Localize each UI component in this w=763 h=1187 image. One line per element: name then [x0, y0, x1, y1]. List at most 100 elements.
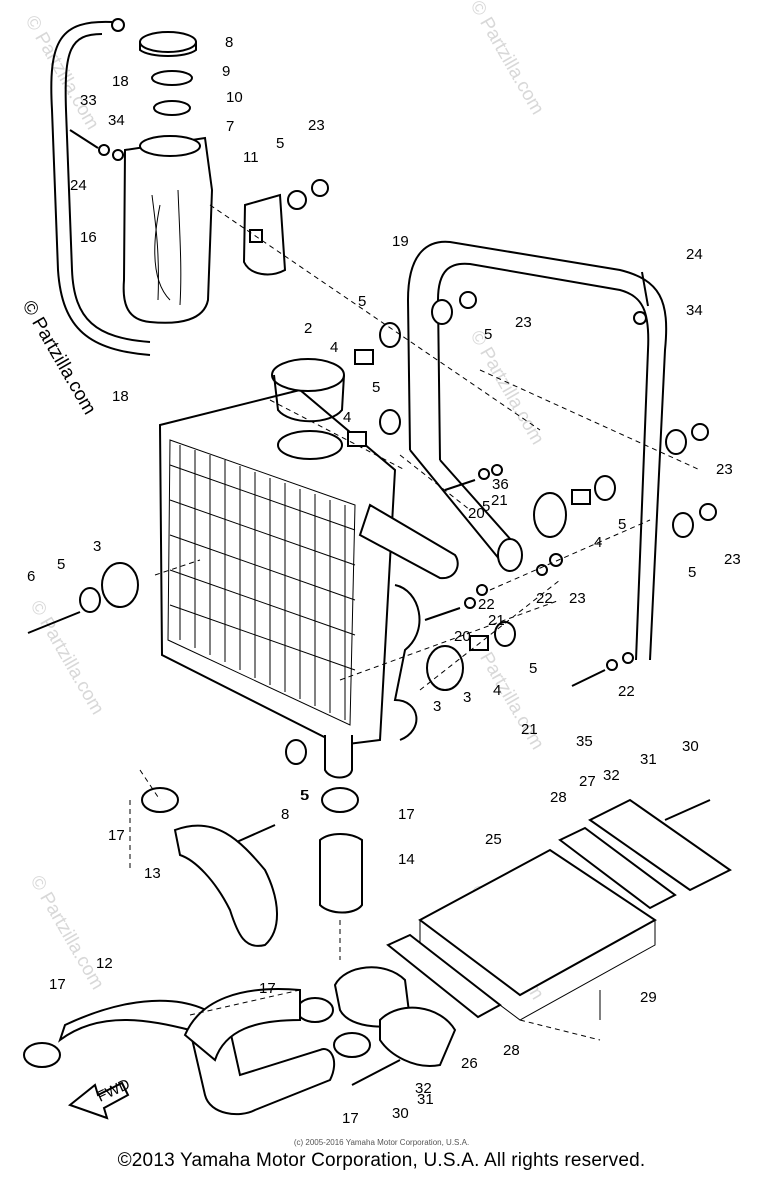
washer: [285, 739, 307, 765]
callout-label: 36: [492, 476, 509, 493]
callout-label: 32: [415, 1080, 432, 1097]
washer: [379, 409, 401, 435]
callout-label: 20: [454, 628, 471, 645]
water-pipe-elbow: [183, 988, 301, 1062]
callout-label: 21: [488, 612, 505, 629]
watermark: © Partzilla.com: [26, 597, 108, 718]
callout-label: 11: [243, 149, 259, 166]
callout-label: 5: [482, 498, 490, 515]
watermark: © Partzilla.com: [26, 872, 108, 993]
callout-label: 30: [682, 738, 699, 755]
callout-label: 12: [96, 955, 113, 972]
bolt: [641, 271, 649, 307]
small-copyright: (c) 2005-2016 Yamaha Motor Corporation, …: [293, 1138, 470, 1147]
nut: [549, 553, 563, 567]
callout-label: 13: [144, 865, 161, 882]
collar: [354, 349, 374, 365]
callout-label: 3: [463, 689, 471, 706]
callout-label: 9: [222, 63, 230, 80]
callout-label: 22: [618, 683, 635, 700]
bolt: [571, 669, 606, 687]
collar: [571, 489, 591, 505]
callout-label: 22: [478, 596, 495, 613]
callout-label: 31: [417, 1091, 434, 1108]
callout-label: 24: [70, 177, 87, 194]
callout-label: 5: [688, 564, 696, 581]
washer: [379, 322, 401, 348]
callout-label: 4: [330, 339, 338, 356]
radiator-hose: [319, 833, 363, 914]
callout-label: 5: [618, 516, 626, 533]
callout-label: 3: [93, 538, 101, 555]
radiator-lower-outlet: [324, 735, 353, 779]
bolt: [27, 611, 81, 634]
callout-label: 18: [112, 388, 129, 405]
nut: [459, 291, 477, 309]
frame-tube-lower: [409, 449, 521, 561]
callout-label: 17: [49, 976, 66, 993]
callout-label: 5: [529, 660, 537, 677]
washer: [478, 468, 490, 480]
callout-label: 21: [521, 721, 538, 738]
gasket-plate: [386, 933, 502, 1019]
callout-label: 31: [640, 751, 657, 768]
watermark: © Partzilla.com: [466, 0, 548, 118]
callout-label: 27: [579, 773, 596, 790]
callout-label: 6: [27, 568, 35, 585]
callout-label: 25: [485, 831, 502, 848]
callout-label: 33: [80, 92, 97, 109]
bolt: [444, 479, 476, 491]
washer: [476, 584, 488, 596]
callout-label: 7: [226, 118, 234, 135]
frame-tube: [406, 240, 668, 661]
callout-label: 28: [503, 1042, 520, 1059]
overflow-hose: [50, 20, 151, 356]
callout-label: 30: [392, 1105, 409, 1122]
callout-label: 29: [640, 989, 657, 1006]
water-pipe: [58, 999, 336, 1116]
callout-label: 17: [259, 980, 276, 997]
callout-label: 28: [550, 789, 567, 806]
callout-label: 34: [686, 302, 703, 319]
callout-label: 23: [515, 314, 532, 331]
rubber-grommet: [533, 492, 567, 538]
callout-label: 5: [276, 135, 284, 152]
callout-label: 23: [569, 590, 586, 607]
bolt: [351, 1059, 401, 1086]
washer: [665, 429, 687, 455]
callout-label: 5: [300, 787, 308, 804]
reservoir-tank: [122, 135, 214, 324]
washer: [287, 190, 307, 210]
nut: [633, 311, 647, 325]
radiator-hose: [173, 824, 278, 947]
callout-label: 22: [536, 590, 553, 607]
hose-clamp: [333, 1032, 371, 1058]
callout-label: 5: [484, 326, 492, 343]
washer: [606, 659, 618, 671]
bolt: [69, 129, 99, 149]
washer: [622, 652, 634, 664]
bolt: [424, 607, 461, 621]
hose-clamp: [321, 787, 359, 813]
washer: [594, 475, 616, 501]
callout-label: 3: [433, 698, 441, 715]
watermark: © Partzilla.com: [21, 12, 103, 133]
callout-label: 35: [576, 733, 593, 750]
callout-label: 16: [80, 229, 97, 246]
washer: [112, 149, 124, 161]
callout-label: 4: [343, 409, 351, 426]
callout-label: 21: [491, 492, 508, 509]
callout-label: 5: [301, 787, 309, 804]
callout-label: 2: [304, 320, 312, 337]
callout-label: 17: [398, 806, 415, 823]
collar: [347, 431, 367, 447]
radiator-outlet-pipe: [358, 503, 459, 580]
reservoir-cap: [139, 31, 197, 116]
nut: [699, 503, 717, 521]
callout-label: 26: [461, 1055, 478, 1072]
callout-label: 24: [686, 246, 703, 263]
washer: [536, 564, 548, 576]
callout-label: 4: [493, 682, 501, 699]
